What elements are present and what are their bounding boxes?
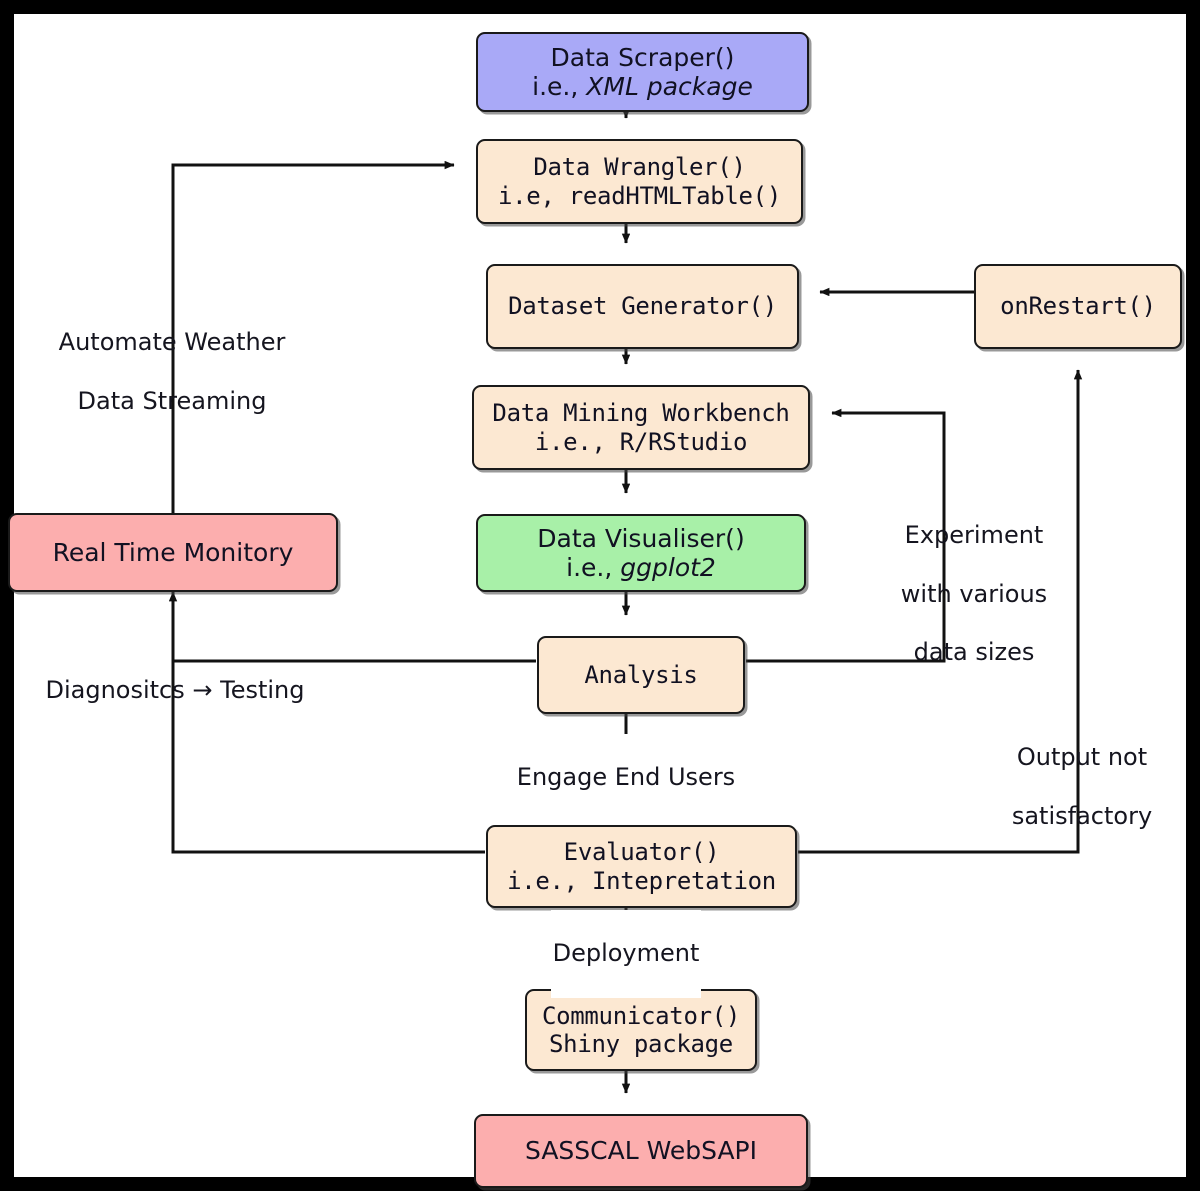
- node-data-wrangler-line-2: i.e, readHTMLTable(): [498, 181, 781, 210]
- label-automate-weather-data-streaming: Automate Weather Data Streaming: [54, 299, 290, 445]
- edge-evaluator-to-onrestart: [798, 369, 1083, 854]
- node-data-scraper-italic: XML package: [586, 72, 753, 101]
- flow-connectors: [168, 98, 1083, 1094]
- label-experiment-line-3: data sizes: [913, 638, 1035, 667]
- node-data-wrangler[interactable]: Data Wrangler() i.e, readHTMLTable(): [476, 139, 803, 224]
- node-communicator[interactable]: Communicator() Shiny package: [525, 989, 757, 1071]
- node-data-mining-workbench-line-1: Data Mining Workbench: [492, 399, 790, 428]
- node-data-scraper-line-1: Data Scraper(): [550, 42, 735, 72]
- label-output-line-1: Output not: [1016, 743, 1148, 772]
- label-engage-end-users-line-1: Engage End Users: [516, 763, 736, 792]
- node-analysis[interactable]: Analysis: [537, 636, 745, 714]
- diagram-canvas: Data Scraper() i.e., XML package Data Wr…: [8, 14, 1186, 1188]
- label-experiment-with-various-data-sizes: Experiment with various data sizes: [894, 492, 1054, 697]
- node-evaluator-line-1: Evaluator(): [563, 838, 720, 867]
- node-sasscal-websapi[interactable]: SASSCAL WebSAPI: [474, 1114, 808, 1188]
- label-experiment-line-2: with various: [900, 579, 1048, 608]
- label-engage-end-users: Engage End Users: [515, 734, 737, 822]
- label-experiment-line-1: Experiment: [904, 521, 1044, 550]
- node-evaluator[interactable]: Evaluator() i.e., Intepretation: [486, 825, 797, 908]
- node-data-mining-workbench-line-2: i.e., R/RStudio: [534, 427, 748, 456]
- node-analysis-label: Analysis: [584, 660, 698, 689]
- label-diagnositcs-testing: Diagnositcs → Testing: [34, 647, 316, 735]
- label-automate-line-1: Automate Weather: [58, 328, 286, 357]
- node-dataset-generator[interactable]: Dataset Generator(): [486, 264, 799, 349]
- node-evaluator-line-2: i.e., Intepretation: [507, 866, 776, 895]
- node-data-visualiser-line-1: Data Visualiser(): [537, 523, 745, 553]
- label-diagnositcs-line-1: Diagnositcs → Testing: [45, 676, 305, 705]
- node-real-time-monitory-label: Real Time Monitory: [52, 537, 294, 567]
- node-sasscal-websapi-label: SASSCAL WebSAPI: [525, 1136, 757, 1166]
- node-data-wrangler-line-1: Data Wrangler(): [533, 153, 746, 182]
- node-dataset-generator-line-1: Dataset Generator(): [508, 292, 777, 321]
- node-data-visualiser-line-2: i.e., ggplot2: [566, 553, 716, 582]
- node-data-scraper-line-2: i.e., XML package: [532, 72, 753, 101]
- label-output-line-2: satisfactory: [1011, 801, 1153, 830]
- node-data-scraper[interactable]: Data Scraper() i.e., XML package: [476, 32, 809, 112]
- node-real-time-monitory[interactable]: Real Time Monitory: [8, 513, 338, 592]
- node-data-visualiser[interactable]: Data Visualiser() i.e., ggplot2: [476, 514, 806, 592]
- edge-evaluator-to-wrangler: [171, 160, 485, 854]
- node-data-mining-workbench[interactable]: Data Mining Workbench i.e., R/RStudio: [472, 385, 810, 470]
- node-communicator-line-2: Shiny package: [549, 1030, 733, 1058]
- label-automate-line-2: Data Streaming: [77, 386, 267, 415]
- node-data-visualiser-italic: ggplot2: [620, 553, 716, 582]
- node-communicator-line-1: Communicator(): [541, 1001, 741, 1030]
- label-output-not-satisfactory: Output not satisfactory: [1002, 714, 1162, 860]
- label-deployment-line-1: Deployment: [552, 939, 700, 968]
- label-deployment: Deployment: [551, 910, 701, 998]
- edge-analysis-to-workbench: [746, 408, 946, 663]
- node-on-restart[interactable]: onRestart(): [974, 264, 1182, 349]
- node-on-restart-label: onRestart(): [1000, 292, 1156, 321]
